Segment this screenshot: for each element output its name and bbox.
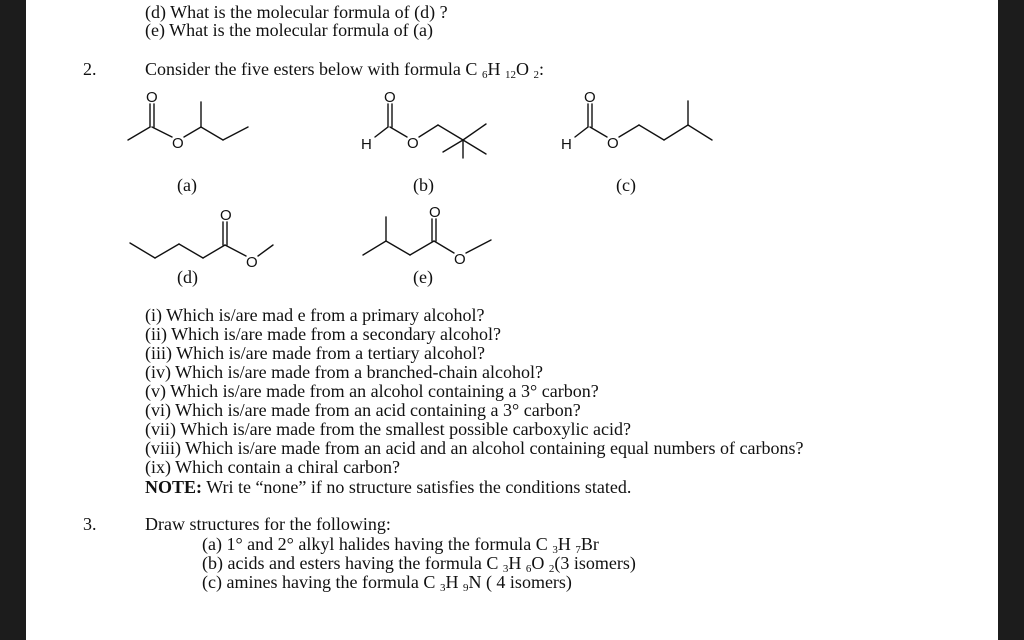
ester-structures: O O H O O H O O O O O O — [127, 89, 713, 271]
atom-o-b2: O — [407, 135, 419, 152]
q2-number: 2. — [83, 59, 97, 79]
q3-number: 3. — [83, 514, 97, 534]
q2-question-vii: (vii) Which is/are made from the smalles… — [145, 419, 632, 439]
q2-intro: Consider the five esters below with form… — [145, 59, 544, 81]
structure-c — [574, 100, 713, 141]
structure-a — [127, 101, 249, 141]
atom-h-b: H — [361, 136, 372, 153]
structure-label-a: (a) — [177, 175, 197, 195]
q3-intro: Draw structures for the following: — [145, 514, 391, 534]
q2-note: NOTE: Wri te “none” if no structure sati… — [145, 477, 631, 497]
atom-o-e2: O — [454, 251, 466, 268]
atom-o-c2: O — [607, 135, 619, 152]
atom-o-a2: O — [172, 135, 184, 152]
structure-label-c: (c) — [616, 175, 636, 195]
q3-part-c: (c) amines having the formula C 3H 9N ( … — [202, 572, 572, 594]
q2-question-v: (v) Which is/are made from an alcohol co… — [145, 381, 599, 401]
q2-question-vi: (vi) Which is/are made from an acid cont… — [145, 400, 581, 420]
atom-o-a1: O — [146, 89, 158, 106]
structure-label-e: (e) — [413, 267, 433, 287]
q3-part-b: (b) acids and esters having the formula … — [202, 553, 636, 575]
atom-o-c1: O — [584, 89, 596, 106]
structure-d — [129, 221, 274, 259]
structure-e — [362, 216, 492, 256]
note-text: Wri te “none” if no structure satisfies … — [202, 477, 632, 497]
q2-question-ii: (ii) Which is/are made from a secondary … — [145, 324, 502, 344]
q2-question-i: (i) Which is/are mad e from a primary al… — [145, 305, 485, 325]
q2-question-ix: (ix) Which contain a chiral carbon? — [145, 457, 401, 477]
q2-question-viii: (viii) Which is/are made from an acid an… — [145, 438, 804, 458]
q2-question-iv: (iv) Which is/are made from a branched-c… — [145, 362, 543, 382]
q1-line-e: (e) What is the molecular formula of (a) — [145, 20, 434, 40]
structure-label-d: (d) — [177, 267, 198, 287]
atom-o-e1: O — [429, 204, 441, 221]
q1-line-d: (d) What is the molecular formula of (d)… — [145, 2, 448, 22]
atom-o-d1: O — [220, 207, 232, 224]
q2-question-iii: (iii) Which is/are made from a tertiary … — [145, 343, 486, 363]
document-page: (d) What is the molecular formula of (d)… — [26, 0, 998, 640]
note-label: NOTE: — [145, 477, 203, 497]
atom-o-b1: O — [384, 89, 396, 106]
atom-h-c: H — [561, 136, 572, 153]
atom-o-d2: O — [246, 254, 258, 271]
structure-label-b: (b) — [413, 175, 434, 195]
structure-b — [374, 103, 487, 159]
q3-part-a: (a) 1° and 2° alkyl halides having the f… — [202, 534, 599, 556]
